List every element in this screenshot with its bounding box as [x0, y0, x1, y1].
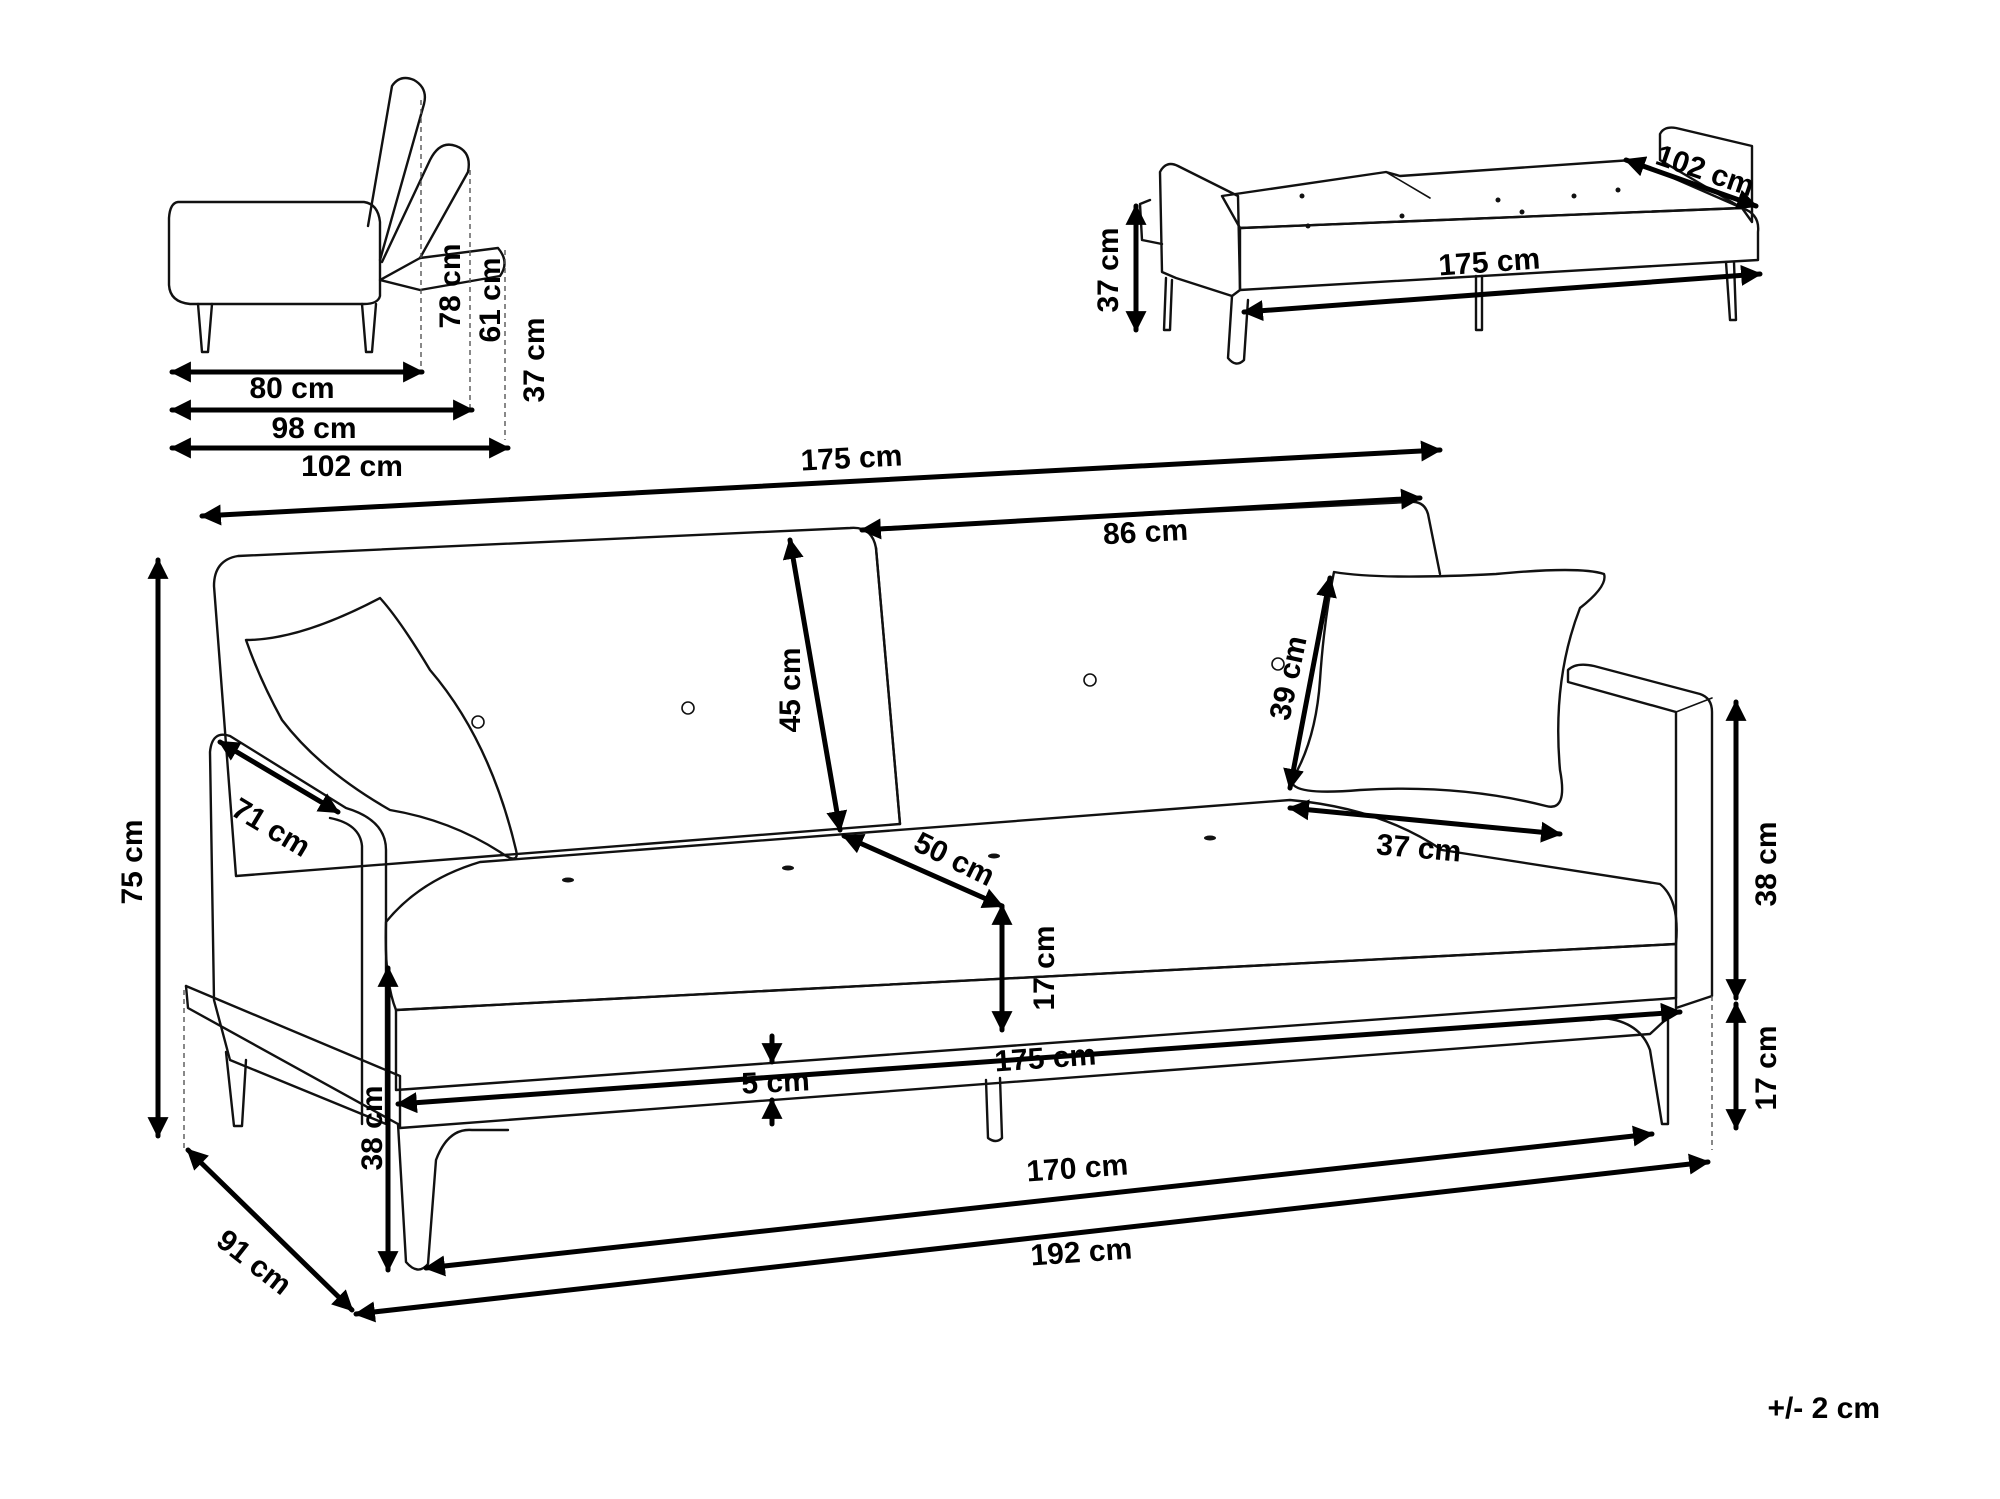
pillow-left — [244, 596, 518, 860]
tolerance-note: +/- 2 cm — [1767, 1392, 1880, 1425]
label-armrest-depth: 71 cm — [226, 792, 316, 864]
label-overall-width: 192 cm — [1029, 1233, 1133, 1273]
tuft-button — [681, 701, 695, 715]
backrest-right-panel — [874, 500, 1442, 826]
label-side-height-mid: 61 cm — [474, 257, 507, 342]
label-bed-width: 102 cm — [1652, 139, 1759, 203]
label-total-depth: 91 cm — [210, 1223, 297, 1301]
label-seat-height: 38 cm — [356, 1085, 389, 1170]
leg-front-left — [396, 1122, 510, 1271]
label-arm-height: 38 cm — [1750, 821, 1783, 906]
label-seat-length: 175 cm — [993, 1039, 1097, 1079]
label-total-length: 175 cm — [800, 439, 903, 477]
label-seat-thickness: 17 cm — [1028, 925, 1061, 1010]
pillow-right — [1290, 568, 1606, 808]
side-backrest-upright — [366, 76, 427, 262]
label-backrest-section: 86 cm — [1102, 514, 1189, 551]
bed-left-arm — [1158, 162, 1242, 298]
side-profile-view — [167, 76, 506, 440]
label-base-gap: 5 cm — [740, 1064, 810, 1101]
label-side-depth-flat: 102 cm — [301, 450, 403, 483]
left-armrest — [208, 733, 388, 1126]
label-bed-height: 37 cm — [1092, 227, 1125, 312]
label-inner-width: 170 cm — [1025, 1149, 1129, 1189]
bed-right-arm — [1658, 126, 1754, 224]
dimension-labels: 80 cm 98 cm 102 cm 78 cm 61 cm 37 cm 37 … — [116, 139, 1880, 1425]
leg-mid — [984, 1076, 1004, 1143]
tuft-button — [1083, 673, 1097, 687]
right-armrest — [1566, 663, 1714, 1010]
label-side-height-bed: 37 cm — [518, 317, 551, 402]
tuft-button — [471, 715, 485, 729]
label-total-height: 75 cm — [116, 819, 149, 904]
side-leg-front — [196, 302, 214, 354]
label-side-height-back: 78 cm — [434, 243, 467, 328]
side-backrest-reclined — [380, 143, 470, 264]
label-leg-height: 17 cm — [1750, 1025, 1783, 1110]
label-side-depth-reclined: 98 cm — [271, 412, 356, 445]
side-leg-back — [360, 302, 378, 354]
leg-front-right — [1588, 1016, 1670, 1126]
dimension-arrows — [147, 156, 1763, 1323]
leg-back-left — [224, 1050, 248, 1128]
label-side-depth-seat: 80 cm — [249, 372, 334, 405]
base-frame — [184, 984, 1678, 1130]
label-bed-length: 175 cm — [1437, 243, 1541, 283]
side-seat-outline — [167, 200, 382, 306]
label-cushion-width: 37 cm — [1375, 828, 1463, 868]
label-backrest-height: 45 cm — [774, 647, 807, 732]
